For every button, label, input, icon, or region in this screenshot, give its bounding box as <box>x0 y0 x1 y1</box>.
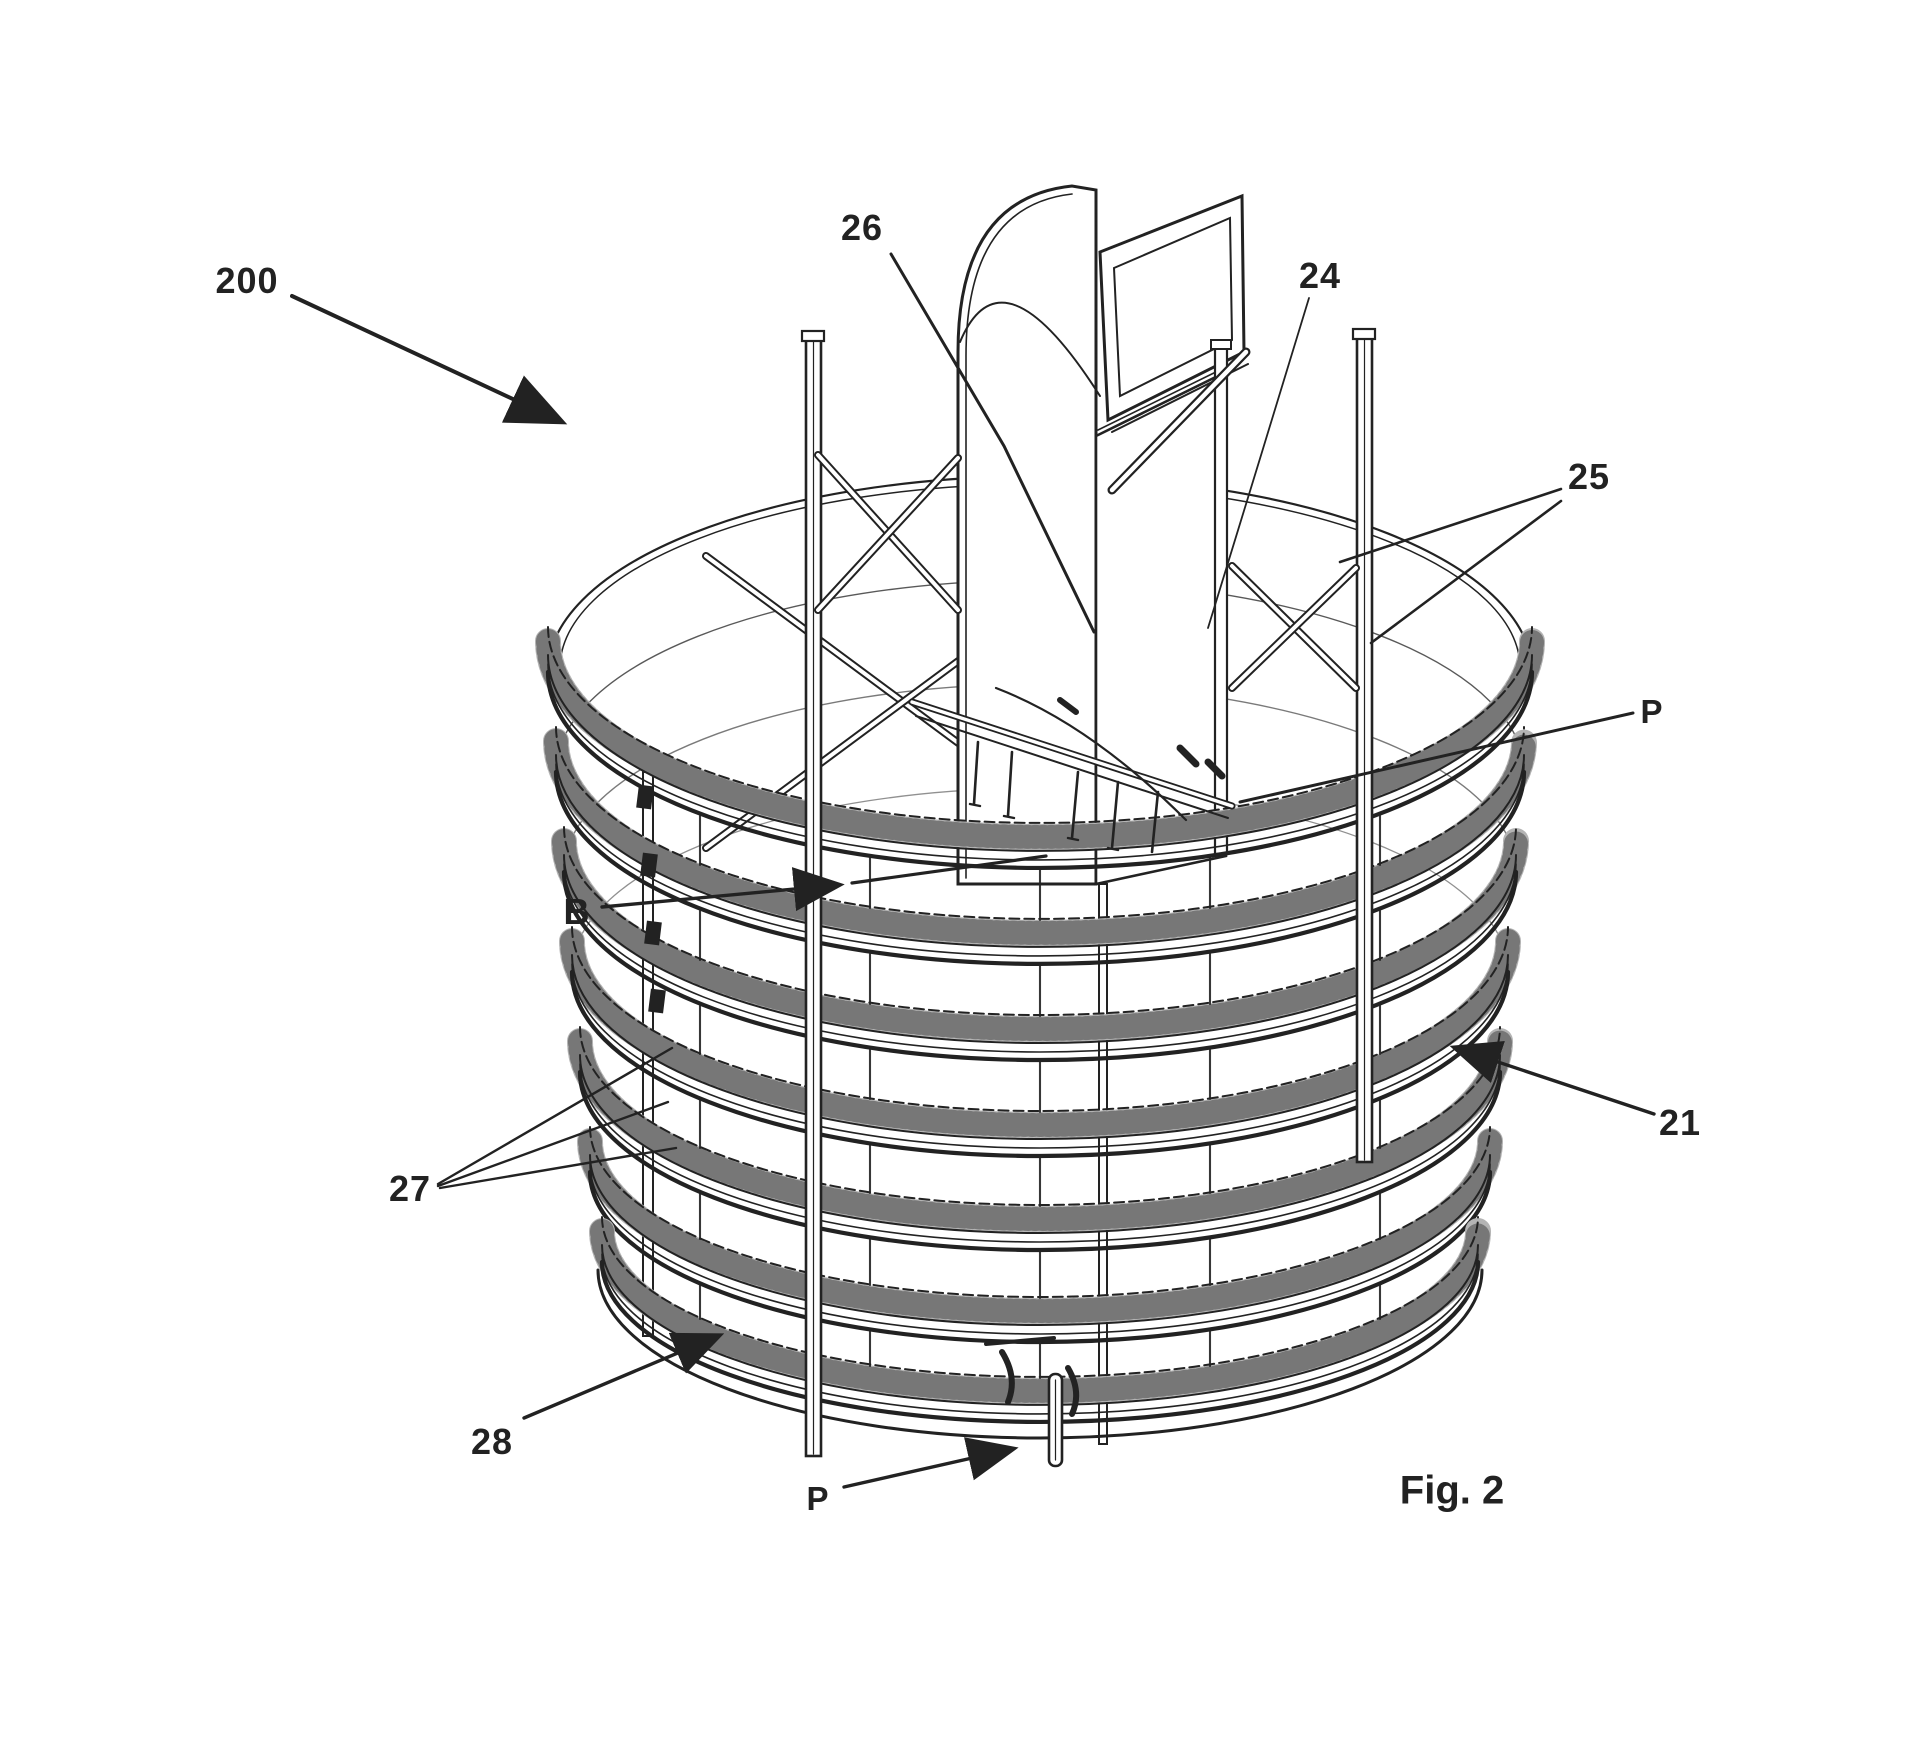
ref-label-24: 24 <box>1298 255 1342 296</box>
leader-200 <box>290 294 568 425</box>
leader-21 <box>1449 1041 1656 1116</box>
belt-tier <box>567 1026 1513 1253</box>
leader-28 <box>522 1332 725 1420</box>
tier-support-ticks <box>698 814 1382 1380</box>
leader-p-bottom <box>842 1437 1019 1489</box>
ref-label-b: B <box>563 891 591 932</box>
belt-tier <box>577 1126 1503 1345</box>
leader-p-right <box>1238 711 1635 804</box>
leader-b <box>600 867 845 912</box>
leader-25a <box>1338 487 1563 564</box>
belt-tier <box>551 826 1529 1063</box>
spiral-belt-stack <box>535 626 1545 1440</box>
ref-label-p-right: P <box>1640 693 1664 730</box>
right-post <box>1351 327 1377 1164</box>
belt-tier <box>535 626 1545 871</box>
leader-lines <box>290 252 1656 1489</box>
left-post <box>800 329 826 1458</box>
leader-27c <box>438 1146 678 1190</box>
leader-27a <box>436 1046 674 1186</box>
ref-label-26: 26 <box>840 207 884 248</box>
ref-label-21: 21 <box>1658 1102 1702 1143</box>
ref-label-200: 200 <box>215 260 279 301</box>
figure-caption: Fig. 2 <box>1399 1468 1505 1513</box>
takeup-fittings <box>636 784 666 1014</box>
leader-27b <box>436 1100 670 1188</box>
infeed-mechanism <box>908 686 1236 854</box>
leader-24 <box>1207 297 1310 629</box>
ref-label-p-bottom: P <box>806 1480 830 1517</box>
leader-b-ext <box>850 854 1048 885</box>
leader-26 <box>889 252 1096 634</box>
leader-25b <box>1369 499 1563 645</box>
ref-label-28: 28 <box>470 1421 514 1462</box>
center-tower <box>956 184 1249 886</box>
belt-tier-bottom <box>589 1216 1491 1440</box>
ref-label-27: 27 <box>388 1168 432 1209</box>
top-cross-braces <box>814 347 1360 692</box>
ref-label-25: 25 <box>1567 456 1611 497</box>
discharge-assembly <box>984 1336 1080 1468</box>
